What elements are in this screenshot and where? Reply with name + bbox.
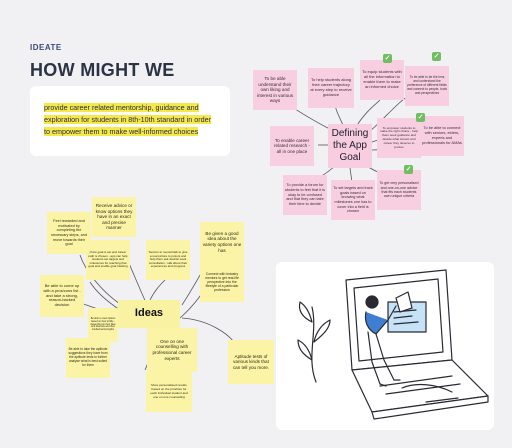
idea-note: Be given a good idea about the variety o… [200, 222, 244, 262]
page-title: HOW MIGHT WE [30, 60, 175, 80]
check-icon: ✓ [432, 52, 441, 61]
laptop-illustration [297, 269, 489, 420]
connector-line [149, 279, 166, 301]
statement-text: provide career related mentorship, guida… [44, 102, 214, 138]
statement-card: provide career related mentorship, guida… [30, 86, 230, 156]
idea-note: Be able to come up with a pros/cons list… [40, 275, 84, 317]
check-icon: ✓ [416, 113, 425, 122]
ideas-center: Ideas [118, 300, 180, 328]
goal-note: To set targets and track goals based on … [331, 180, 375, 220]
idea-note: Seniors to mentor/talk to give a real pi… [146, 240, 190, 280]
goal-note: To empower students to make the right ch… [377, 118, 421, 158]
statement-highlight: provide career related mentorship, guida… [44, 103, 212, 136]
idea-note: One on one counselling with professional… [147, 328, 197, 372]
goal-note: To be able to be the lens and understand… [405, 66, 449, 106]
idea-note: More personalised results based on the p… [146, 372, 192, 412]
goal-note: To equip students with all the informati… [360, 60, 404, 100]
connector-line [349, 167, 353, 183]
check-icon: ✓ [404, 165, 413, 174]
illustration-card [276, 262, 494, 430]
idea-note: Be able to take the aptitude suggestions… [66, 338, 110, 378]
idea-note: Receive advice or know options they have… [92, 197, 136, 237]
section-eyebrow: IDEATE [30, 43, 62, 52]
goal-note: To be able to connect with seniors, elde… [420, 116, 464, 156]
goal-note: To help students along their career traj… [308, 68, 354, 108]
idea-note: Aptitude tests of various kinds that can… [228, 340, 274, 384]
idea-note: Connect with industry mentors to get rea… [200, 262, 244, 302]
idea-note: Feel rewarded and motivated by completin… [47, 212, 91, 254]
app-goal-center: Defining the App Goal [328, 124, 372, 168]
idea-note: Be able to view options based on their p… [88, 308, 118, 342]
goal-note: To provide a forum for students to feel … [283, 175, 327, 215]
check-icon: ✓ [383, 54, 392, 63]
goal-note: To enable career related research - all … [270, 126, 314, 166]
goal-note: To be able understand their own liking a… [253, 70, 297, 110]
connector-line [89, 281, 121, 311]
connector-line [355, 99, 381, 128]
idea-note: Once goal is set and career path is chos… [86, 240, 130, 280]
goal-note: To get very personalised and one-on-one … [377, 170, 421, 210]
